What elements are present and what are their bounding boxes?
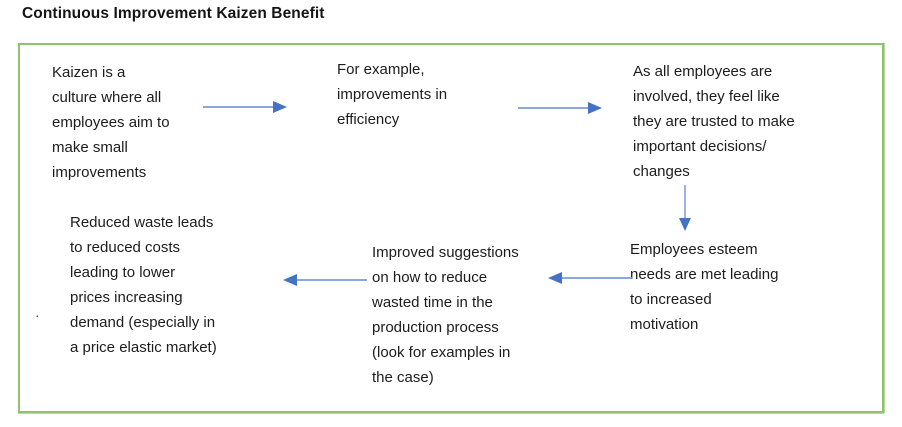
flow-arrow-right-icon — [203, 101, 287, 113]
flow-arrow-right-icon — [518, 102, 602, 114]
node-example-efficiency: For example, improvements in efficiency — [337, 61, 448, 128]
flow-arrow-left-icon — [283, 274, 367, 286]
node-reduced-waste: Reduced waste leads to reduced costs lea… — [70, 214, 217, 356]
flow-arrow-left-icon — [548, 272, 632, 284]
stray-bullet-mark: · — [35, 307, 40, 323]
diagram-border-frame — [18, 43, 884, 413]
flow-arrow-down-icon — [679, 185, 691, 231]
node-employees-trusted: As all employees are involved, they feel… — [633, 63, 795, 180]
node-kaizen-culture: Kaizen is a culture where all employees … — [52, 64, 170, 181]
node-improved-suggestions: Improved suggestions on how to reduce wa… — [372, 244, 519, 386]
node-esteem-motivation: Employees esteem needs are met leading t… — [630, 241, 779, 333]
page-title: Continuous Improvement Kaizen Benefit — [22, 5, 325, 22]
